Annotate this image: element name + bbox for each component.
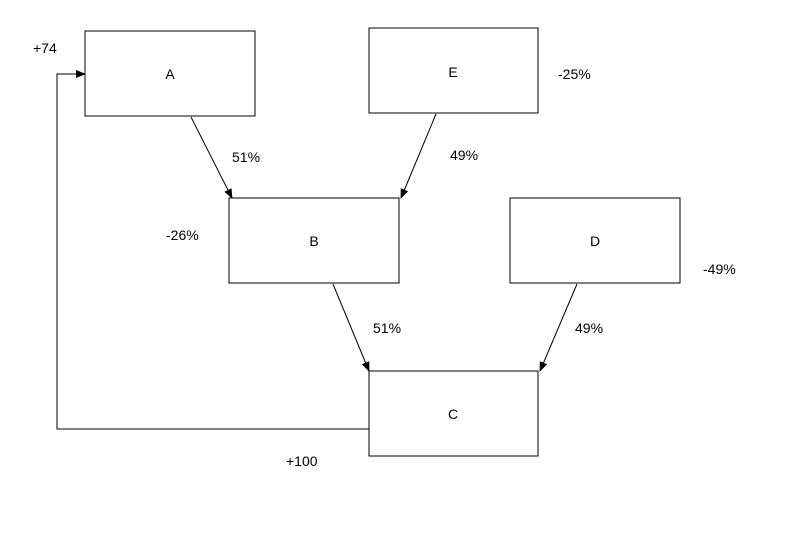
node-c[interactable]: C	[368, 370, 539, 457]
edge-a-to-b	[190, 116, 233, 199]
edge-b-to-c	[332, 283, 370, 372]
edge-label-e-b: 49%	[450, 147, 478, 163]
edge-labels: 51% 49% 51% 49%	[232, 147, 603, 336]
node-c-value: +100	[286, 453, 318, 469]
edge-label-d-c: 49%	[575, 320, 603, 336]
edge-c-to-a	[56, 70, 369, 430]
node-values: +74 -25% -26% -49% +100	[33, 40, 736, 469]
node-a-label: A	[165, 66, 175, 82]
node-d[interactable]: D	[509, 197, 681, 284]
edge-label-a-b: 51%	[232, 149, 260, 165]
node-e-value: -25%	[558, 66, 591, 82]
edge-d-to-c	[539, 283, 578, 372]
node-a[interactable]: A	[84, 30, 256, 117]
node-b[interactable]: B	[228, 197, 400, 284]
node-d-label: D	[590, 233, 600, 249]
edges	[56, 70, 578, 430]
node-d-value: -49%	[703, 261, 736, 277]
node-c-label: C	[448, 406, 458, 422]
node-a-value: +74	[33, 40, 57, 56]
edge-e-to-b	[400, 113, 437, 199]
node-e[interactable]: E	[368, 27, 539, 114]
node-b-label: B	[309, 233, 318, 249]
node-b-value: -26%	[166, 227, 199, 243]
edge-label-b-c: 51%	[373, 320, 401, 336]
node-e-label: E	[448, 64, 457, 80]
